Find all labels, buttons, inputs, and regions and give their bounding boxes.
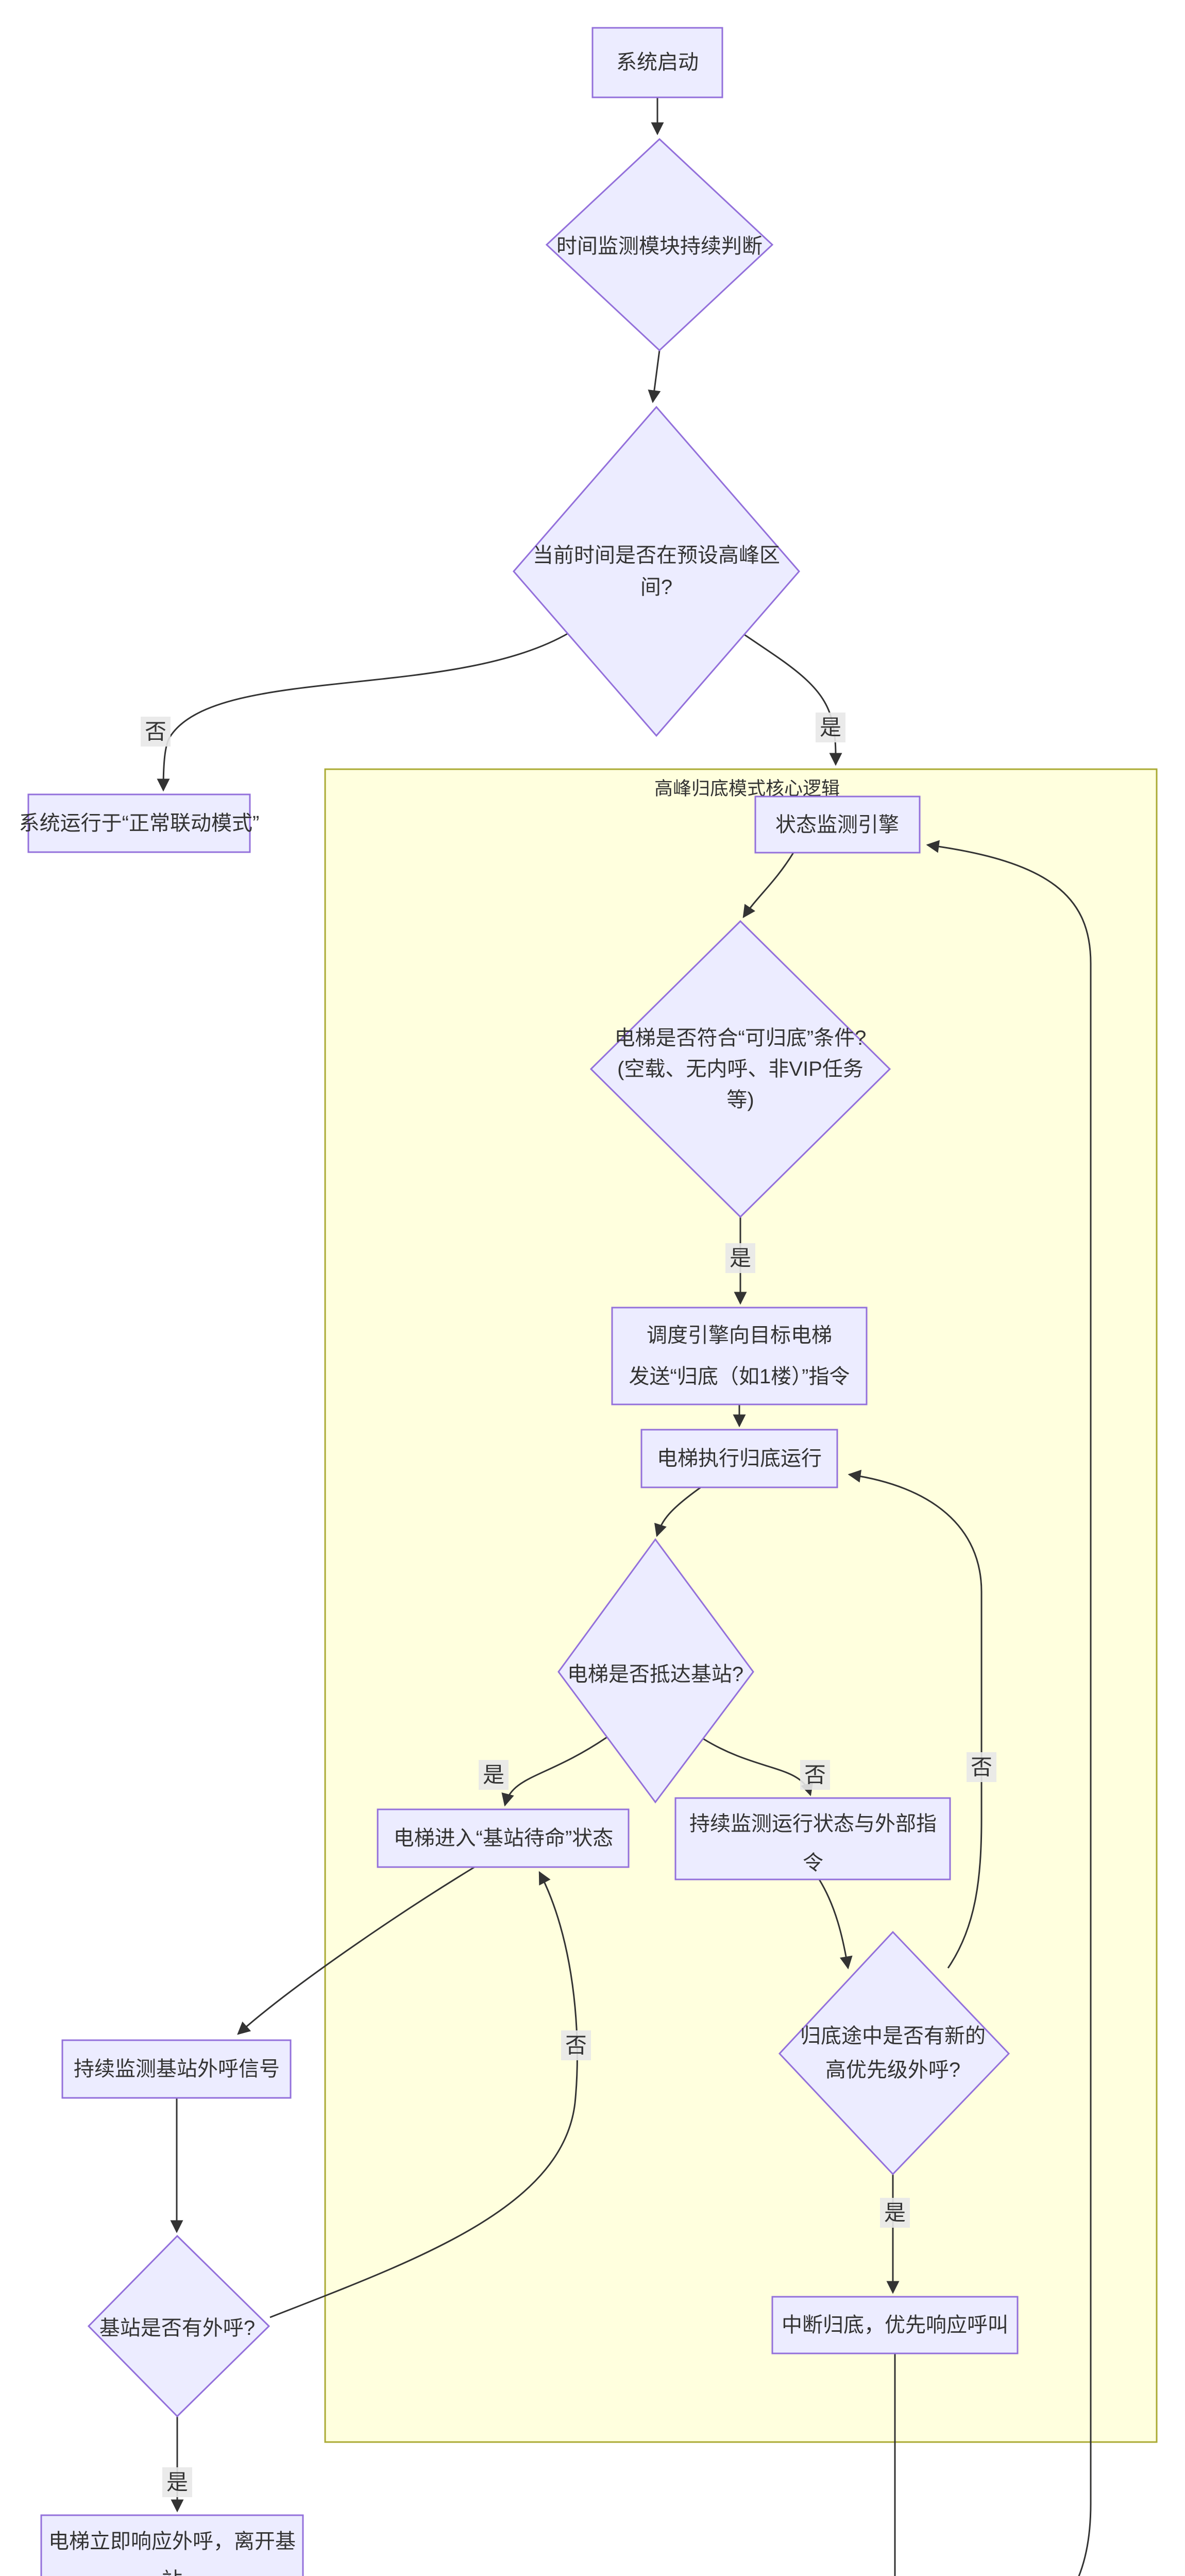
svg-text:等): 等) <box>726 1089 754 1111</box>
edge-label-no-descend-loop: 否 <box>967 1752 996 1782</box>
svg-text:(空载、无内呼、非VIP任务: (空载、无内呼、非VIP任务 <box>617 1058 864 1080</box>
svg-text:是: 是 <box>166 2470 188 2495</box>
svg-text:电梯是否抵达基站?: 电梯是否抵达基站? <box>567 1663 743 1686</box>
edge-descend-to-arrivecheck <box>654 1486 701 1537</box>
edge-peakcheck-no-normal <box>157 632 570 792</box>
svg-text:持续监测运行状态与外部指: 持续监测运行状态与外部指 <box>689 1812 937 1835</box>
node-start: 系统启动 <box>591 27 723 98</box>
node-keep-monitor: 持续监测运行状态与外部指 令 <box>674 1797 951 1880</box>
svg-text:否: 否 <box>971 1755 992 1780</box>
edge-label-no-keepmonitor: 否 <box>800 1760 830 1790</box>
node-dispatch: 调度引擎向目标电梯 发送“归底（如1楼）”指令 <box>611 1307 868 1405</box>
node-normal-mode: 系统运行于“正常联动模式” <box>19 793 260 853</box>
svg-text:电梯立即响应外呼，离开基: 电梯立即响应外呼，离开基 <box>48 2530 296 2553</box>
node-new-call-check: 归底途中是否有新的 高优先级外呼? <box>778 1930 1010 2176</box>
edge-engine-to-condition <box>742 852 794 919</box>
svg-text:站: 站 <box>162 2569 182 2576</box>
edge-labels: 否 是 是 是 否 否 是 否 <box>141 713 996 2497</box>
svg-text:基站是否有外呼?: 基站是否有外呼? <box>99 2317 255 2340</box>
svg-text:电梯执行归底运行: 电梯执行归底运行 <box>657 1447 822 1470</box>
edge-label-yes-interrupt: 是 <box>880 2198 910 2228</box>
edges <box>157 97 1092 2576</box>
edge-label-yes-dispatch: 是 <box>725 1243 755 1273</box>
svg-text:是: 是 <box>730 1246 751 1270</box>
node-monitor: 时间监测模块持续判断 <box>545 138 774 352</box>
edge-label-yes-respond: 是 <box>162 2467 192 2497</box>
edge-label-no-standby-loop: 否 <box>561 2030 591 2060</box>
svg-text:持续监测基站外呼信号: 持续监测基站外呼信号 <box>74 2058 280 2080</box>
node-arrive-check: 电梯是否抵达基站? <box>557 1538 754 1804</box>
svg-text:当前时间是否在预设高峰区: 当前时间是否在预设高峰区 <box>533 544 780 567</box>
edge-newcallcheck-no-descend <box>848 1469 983 1969</box>
svg-text:调度引擎向目标电梯: 调度引擎向目标电梯 <box>647 1324 832 1347</box>
edge-standby-to-stationmonitor <box>237 1866 475 2035</box>
svg-text:否: 否 <box>565 2033 587 2058</box>
node-engine: 状态监测引擎 <box>754 795 921 854</box>
node-standby: 电梯进入“基站待命”状态 <box>377 1808 630 1868</box>
edge-monitor-to-peakcheck <box>648 350 661 403</box>
edge-label-yes-cluster: 是 <box>816 713 845 742</box>
svg-text:状态监测引擎: 状态监测引擎 <box>775 814 899 836</box>
svg-text:系统运行于“正常联动模式”: 系统运行于“正常联动模式” <box>19 812 260 835</box>
svg-text:高优先级外呼?: 高优先级外呼? <box>825 2059 960 2081</box>
svg-text:否: 否 <box>804 1763 826 1787</box>
svg-text:是: 是 <box>820 716 841 740</box>
edge-complete-to-engine <box>926 840 1092 2576</box>
edge-arrivecheck-yes-standby <box>501 1736 607 1807</box>
node-interrupt: 中断归底，优先响应呼叫 <box>771 2296 1019 2354</box>
edge-peakcheck-yes-cluster <box>744 634 842 766</box>
svg-text:间?: 间? <box>640 576 672 599</box>
svg-text:时间监测模块持续判断: 时间监测模块持续判断 <box>556 235 763 258</box>
svg-text:中断归底，优先响应呼叫: 中断归底，优先响应呼叫 <box>782 2314 1008 2336</box>
node-condition: 电梯是否符合“可归底”条件? (空载、无内呼、非VIP任务 等) <box>589 920 891 1218</box>
edge-keepmonitor-to-newcallcheck <box>818 1879 853 1970</box>
node-respond: 电梯立即响应外呼，离开基 站 <box>40 2514 304 2576</box>
cluster-title: 高峰归底模式核心逻辑 <box>654 778 840 799</box>
svg-text:系统启动: 系统启动 <box>616 51 699 74</box>
svg-text:电梯是否符合“可归底”条件?: 电梯是否符合“可归底”条件? <box>615 1027 867 1049</box>
node-station-monitor: 持续监测基站外呼信号 <box>61 2039 292 2099</box>
svg-text:是: 是 <box>483 1763 504 1787</box>
edge-label-yes-standby: 是 <box>479 1760 509 1790</box>
node-peak-check: 当前时间是否在预设高峰区 间? <box>513 405 800 737</box>
svg-text:发送“归底（如1楼）”指令: 发送“归底（如1楼）”指令 <box>629 1365 850 1388</box>
svg-text:否: 否 <box>145 720 166 744</box>
edge-callcheck-no-standby <box>269 1871 578 2318</box>
svg-text:电梯进入“基站待命”状态: 电梯进入“基站待命”状态 <box>394 1827 614 1850</box>
node-descend: 电梯执行归底运行 <box>640 1429 838 1488</box>
node-call-check: 基站是否有外呼? <box>87 2234 270 2418</box>
svg-text:归底途中是否有新的: 归底途中是否有新的 <box>800 2025 986 2047</box>
svg-text:令: 令 <box>803 1852 823 1874</box>
edge-label-no-normal: 否 <box>141 717 171 747</box>
svg-text:是: 是 <box>884 2201 906 2225</box>
